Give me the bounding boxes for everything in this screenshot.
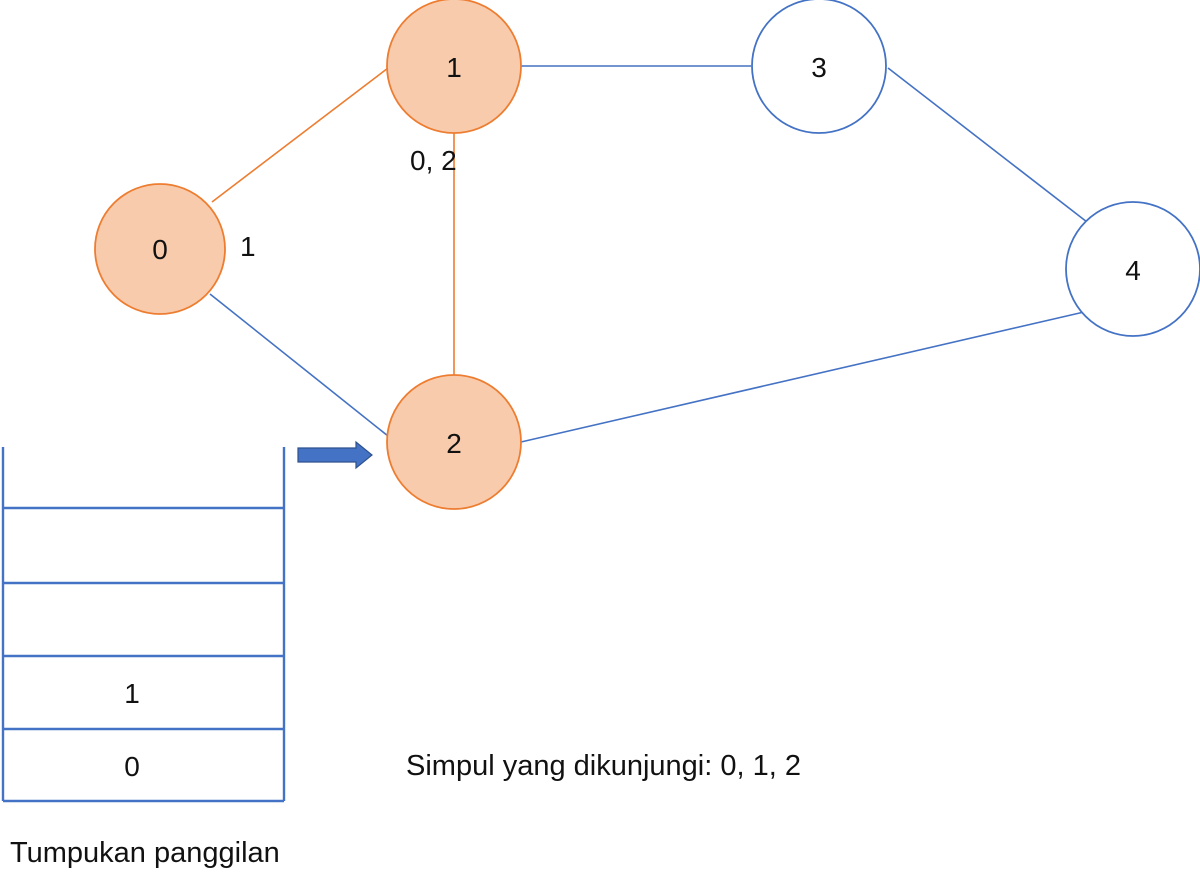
- stack-slot-4: 1: [124, 678, 140, 709]
- node-4-label: 4: [1125, 255, 1141, 286]
- node-0-circle: [94, 183, 226, 315]
- node-4: 4: [1065, 201, 1200, 337]
- edge-0-1: [211, 67, 389, 203]
- node-2-label: 2: [446, 428, 462, 459]
- edge-3-4: [887, 67, 1088, 223]
- node-3: 3: [751, 0, 887, 134]
- node-1-label: 1: [446, 52, 462, 83]
- node-0: 0: [94, 183, 226, 315]
- node-2: 2: [386, 374, 522, 510]
- node-0-label: 0: [152, 234, 168, 265]
- visited-nodes-caption: Simpul yang dikunjungi: 0, 1, 2: [406, 750, 801, 782]
- node-3-label: 3: [811, 52, 827, 83]
- node-1-annotation: 0, 2: [410, 145, 457, 176]
- call-stack-caption: Tumpukan panggilan: [10, 837, 280, 869]
- node-4-circle: [1065, 201, 1200, 337]
- node-3-circle: [751, 0, 887, 134]
- call-stack: 1 0: [1, 447, 286, 803]
- node-2-circle: [386, 374, 522, 510]
- node-1-circle: [386, 0, 522, 134]
- node-0-annotation: 1: [240, 231, 256, 262]
- stack-slot-5: 0: [124, 751, 140, 782]
- edge-0-2: [209, 293, 389, 437]
- current-node-arrow-icon: [297, 440, 373, 470]
- node-1: 1: [386, 0, 522, 134]
- edge-2-4: [520, 311, 1085, 443]
